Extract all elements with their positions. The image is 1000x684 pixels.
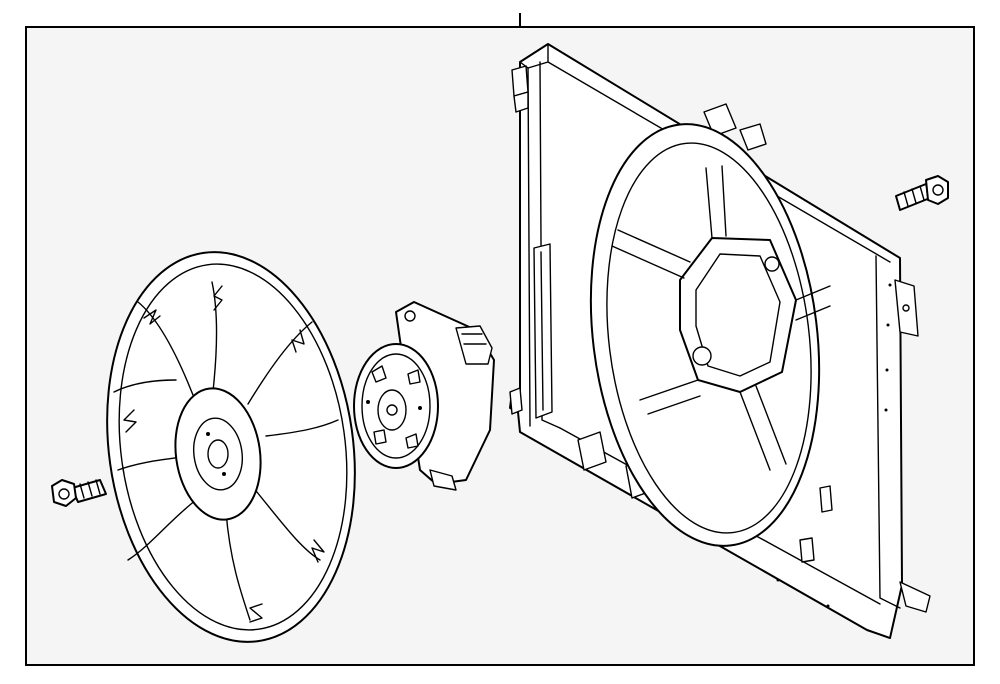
fan-shroud[interactable]	[509, 43, 931, 639]
shroud-mounting-bolt[interactable]	[895, 175, 949, 211]
fan-motor[interactable]	[353, 301, 495, 491]
fan-blade[interactable]	[83, 236, 379, 658]
blade-retaining-nut[interactable]	[51, 479, 107, 507]
